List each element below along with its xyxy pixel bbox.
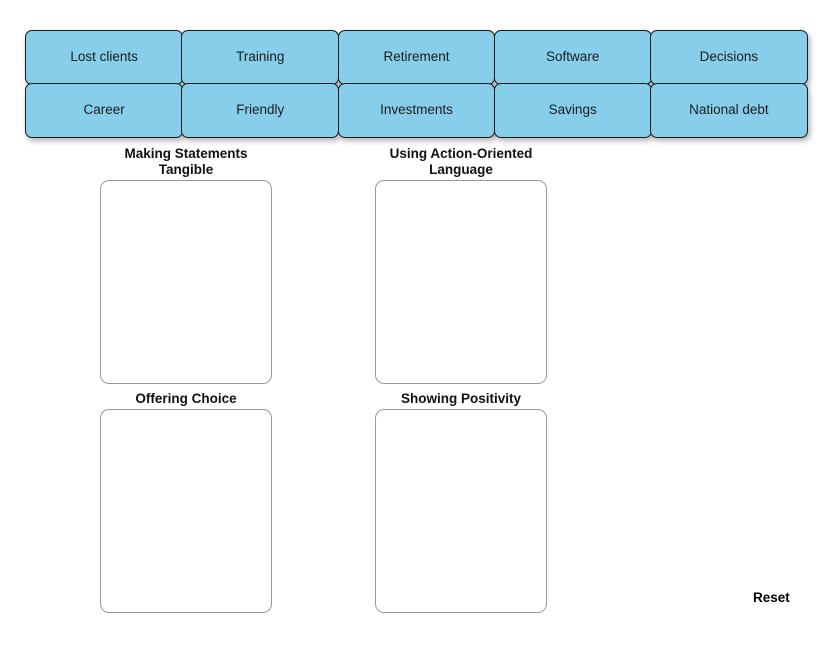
word-tile-savings[interactable]: Savings: [493, 83, 652, 138]
drop-zone-label-choice: Offering Choice: [135, 391, 237, 406]
word-tile-national-debt[interactable]: National debt: [650, 83, 808, 138]
drop-target-action[interactable]: [375, 179, 547, 384]
word-tile-lost-clients[interactable]: Lost clients: [25, 30, 183, 85]
word-tile-investments[interactable]: Investments: [337, 83, 496, 138]
drop-zone-label-action: Using Action-Oriented Language: [389, 146, 533, 177]
drop-zone-label-positivity: Showing Positivity: [400, 391, 521, 406]
word-tile-friendly[interactable]: Friendly: [181, 83, 340, 138]
word-tile-training[interactable]: Training: [181, 30, 340, 85]
word-tile-career[interactable]: Career: [25, 83, 183, 138]
drop-target-positivity[interactable]: [375, 408, 547, 613]
reset-button[interactable]: Reset: [753, 590, 790, 605]
drop-zone-using-action-oriented-language: Using Action-Oriented Language: [375, 146, 547, 384]
drop-zone-making-statements-tangible: Making Statements Tangible: [100, 146, 272, 384]
drop-zone-offering-choice: Offering Choice: [100, 391, 272, 613]
drop-zone-label-tangible: Making Statements Tangible: [124, 146, 248, 177]
word-tile-retirement[interactable]: Retirement: [337, 30, 496, 85]
word-tile-grid: Lost clients Training Retirement Softwar…: [25, 30, 808, 138]
word-tile-software[interactable]: Software: [493, 30, 652, 85]
drop-target-tangible[interactable]: [100, 179, 272, 384]
word-tile-decisions[interactable]: Decisions: [650, 30, 808, 85]
drop-zone-showing-positivity: Showing Positivity: [375, 391, 547, 613]
drop-target-choice[interactable]: [100, 408, 272, 613]
